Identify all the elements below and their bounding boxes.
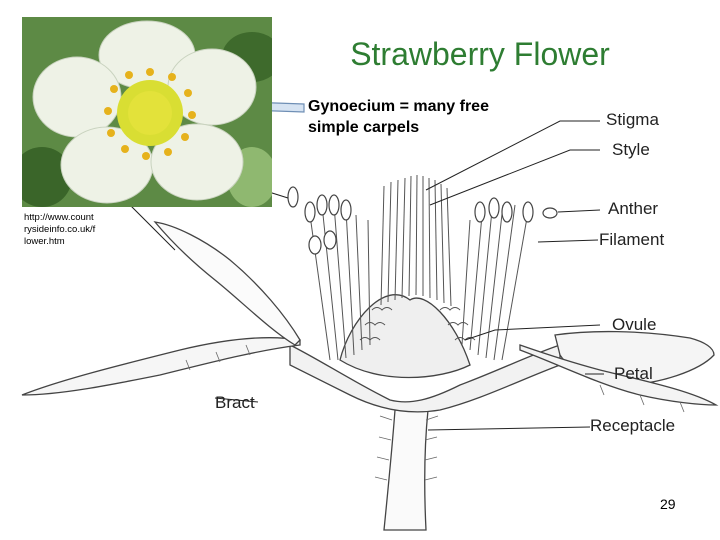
label-bract: Bract (215, 393, 255, 412)
label-style: Style (612, 140, 650, 159)
photo-stamens (104, 68, 196, 160)
label-anther: Anther (608, 199, 659, 218)
label-petal: Petal (614, 364, 653, 383)
image-credit-link[interactable]: http://www.countrysideinfo.co.uk/flower.… (24, 212, 96, 247)
slide-title: Strawberry Flower (350, 36, 610, 72)
receptacle-stalk (383, 409, 429, 531)
gynoecium-callout: Gynoecium = many free simple carpels (308, 98, 489, 136)
left-petal (153, 221, 301, 346)
flower-photo (22, 17, 272, 207)
filament-lines (309, 204, 529, 361)
left-bract (21, 337, 301, 396)
right-bract (519, 344, 719, 406)
style-lines (380, 174, 452, 307)
page-number: 29 (660, 496, 676, 512)
stalk-hairs (185, 344, 685, 481)
label-receptacle: Receptacle (590, 416, 676, 435)
label-filament: Filament (599, 230, 665, 249)
anthers (287, 186, 558, 255)
central-dome (339, 294, 471, 379)
label-ovule: Ovule (612, 315, 657, 334)
label-stigma: Stigma (606, 110, 659, 129)
